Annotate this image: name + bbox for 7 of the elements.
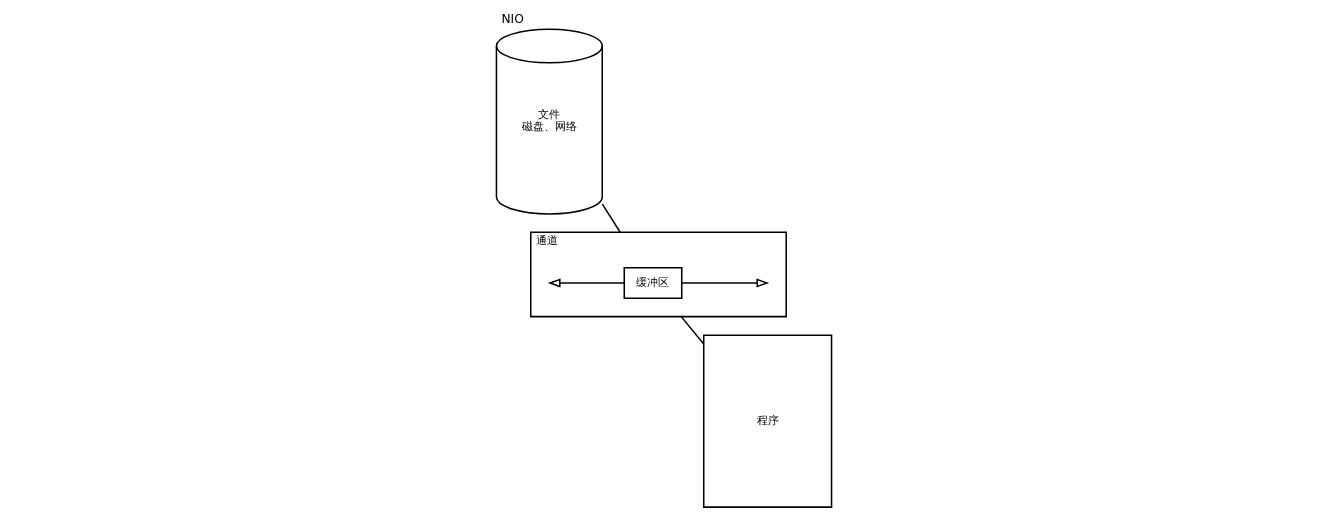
connector [601, 203, 621, 233]
arrow [547, 278, 625, 288]
node-box: 程序 [703, 334, 833, 508]
arrow [681, 278, 770, 288]
diagram-title: NIO [501, 12, 524, 27]
connector [680, 315, 705, 345]
node-box: 缓冲区 [623, 266, 683, 300]
